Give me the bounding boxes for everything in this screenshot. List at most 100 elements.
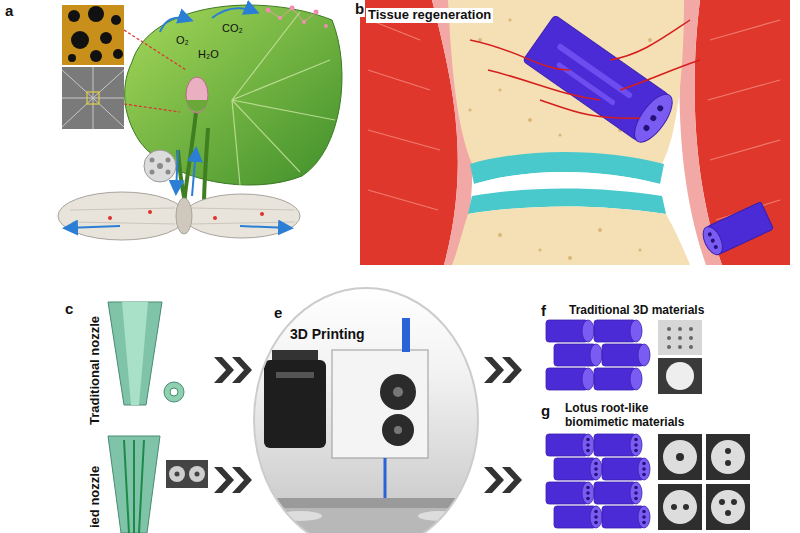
lotus-material-part-part bbox=[711, 440, 745, 474]
nozzle-illustration-part bbox=[166, 460, 208, 488]
printer-photo-part-part bbox=[402, 318, 410, 352]
traditional-material-part-part bbox=[689, 327, 693, 331]
joint-illustration-part-part bbox=[707, 232, 712, 237]
joint-illustration-part-part bbox=[368, 70, 430, 90]
lotus-material-part bbox=[658, 434, 702, 480]
lotus-illustration-part-part bbox=[268, 10, 280, 18]
lotus-illustration-part-part bbox=[93, 98, 124, 127]
traditional-material-part-part bbox=[678, 327, 682, 331]
nozzle-illustration-part bbox=[122, 302, 148, 405]
traditional-material-part-part bbox=[678, 345, 682, 349]
printer-photo-part-part bbox=[272, 350, 318, 360]
lotus-illustration-part-part bbox=[68, 10, 80, 22]
joint-illustration-part-part bbox=[370, 20, 420, 40]
traditional-material-part-part bbox=[667, 327, 671, 331]
lotus-illustration-part-part bbox=[178, 150, 186, 205]
chevron-head bbox=[502, 357, 522, 383]
nozzle-illustration-part bbox=[124, 440, 144, 533]
lotus-material-part bbox=[658, 484, 702, 530]
traditional-material bbox=[546, 320, 702, 394]
traditional-material-part-part bbox=[678, 336, 682, 340]
traditional-material-part bbox=[667, 327, 693, 349]
lotus-illustration-part-part bbox=[93, 98, 94, 129]
lotus-illustration-part-part bbox=[166, 158, 171, 163]
lotus-material-part bbox=[706, 434, 750, 480]
chevron-head bbox=[484, 467, 504, 493]
nozzle-illustration-part-part bbox=[124, 440, 129, 533]
lotus-illustration-part bbox=[58, 192, 186, 240]
joint-illustration-part bbox=[498, 228, 642, 260]
printer-photo-part bbox=[254, 288, 478, 533]
lotus-illustration-part-part bbox=[192, 150, 196, 196]
gas-label: CO₂ bbox=[222, 22, 243, 35]
lotus-illustration-part bbox=[62, 67, 124, 129]
lotus-illustration-part bbox=[266, 6, 329, 29]
lotus-illustration-part-part bbox=[111, 15, 121, 25]
flow-arrow bbox=[214, 357, 252, 383]
joint-illustration-part-part bbox=[710, 238, 715, 243]
lotus-illustration-part bbox=[62, 5, 124, 65]
lotus-material-part bbox=[594, 482, 642, 504]
lotus-illustration-part-part bbox=[113, 49, 123, 59]
printer-photo-part-part bbox=[394, 426, 402, 434]
lotus-material-part-part bbox=[663, 490, 697, 524]
joint-illustration-part-part bbox=[713, 244, 718, 249]
nozzle-illustration-part bbox=[175, 472, 180, 477]
chevron-head bbox=[232, 467, 252, 493]
printer-photo-part-part bbox=[332, 350, 428, 458]
joint-illustration-part-part bbox=[498, 88, 501, 91]
lotus-illustration-part-part bbox=[148, 210, 152, 214]
nozzle-panel: ied nozzle bbox=[55, 434, 210, 533]
lotus-illustration-part-part bbox=[166, 170, 171, 175]
traditional-material-part bbox=[658, 320, 702, 355]
nozzle-caption: ied nozzle bbox=[88, 466, 103, 528]
lotus-illustration-part-part bbox=[88, 6, 104, 22]
printer-photo-part-part bbox=[264, 360, 326, 448]
joint-illustration-part-part bbox=[638, 248, 641, 251]
lotus-illustration bbox=[58, 5, 342, 240]
lotus-illustration-part-part bbox=[124, 104, 180, 112]
nozzle-illustration-part bbox=[195, 472, 200, 477]
lotus-material-part bbox=[706, 484, 750, 530]
traditional-material-part bbox=[594, 368, 642, 390]
printer-photo-part-part bbox=[393, 387, 403, 397]
lotus-material-part bbox=[671, 448, 737, 516]
joint-illustration-part bbox=[452, 207, 690, 266]
lotus-material-part bbox=[663, 440, 745, 524]
chevron-head bbox=[214, 467, 234, 493]
joint-illustration-part-part bbox=[508, 18, 511, 21]
nozzle-illustration-part bbox=[170, 388, 178, 396]
joint-illustration-part-part bbox=[699, 224, 726, 258]
nozzle-illustration-part-part bbox=[139, 440, 144, 533]
traditional-material-part-part bbox=[667, 336, 671, 340]
lotus-illustration-part-part bbox=[150, 170, 155, 175]
nozzle-caption: Traditional nozzle bbox=[88, 316, 103, 425]
lotus-illustration-part-part bbox=[160, 18, 190, 32]
flow-arrow bbox=[484, 467, 522, 493]
material-panel: gLotus root-like biomimetic materials bbox=[535, 400, 793, 533]
lotus-illustration-part-part bbox=[93, 98, 124, 99]
lotus-material bbox=[546, 434, 750, 530]
traditional-material-part bbox=[546, 368, 594, 390]
nozzle-illustration-part bbox=[189, 466, 205, 482]
joint-illustration-part-part bbox=[538, 248, 541, 251]
lotus-material-part-part bbox=[663, 440, 697, 474]
printer-photo-part-part bbox=[384, 458, 387, 498]
lotus-illustration-part-part bbox=[192, 222, 295, 224]
lotus-material-part bbox=[594, 434, 642, 456]
lotus-illustration-part-part bbox=[90, 50, 102, 62]
panel-letter: a bbox=[5, 2, 13, 19]
lotus-illustration-part bbox=[268, 8, 316, 22]
lotus-illustration-part-part bbox=[68, 54, 76, 62]
chevron-head bbox=[502, 467, 522, 493]
joint-illustration-part-part bbox=[568, 256, 572, 260]
lotus-illustration-part-part bbox=[108, 216, 112, 220]
joint-illustration-part-part bbox=[710, 20, 780, 40]
chevron-head bbox=[232, 357, 252, 383]
lotus-material-part-part bbox=[683, 504, 689, 510]
lotus-illustration-part-part bbox=[71, 31, 89, 49]
joint-illustration bbox=[360, 0, 790, 265]
